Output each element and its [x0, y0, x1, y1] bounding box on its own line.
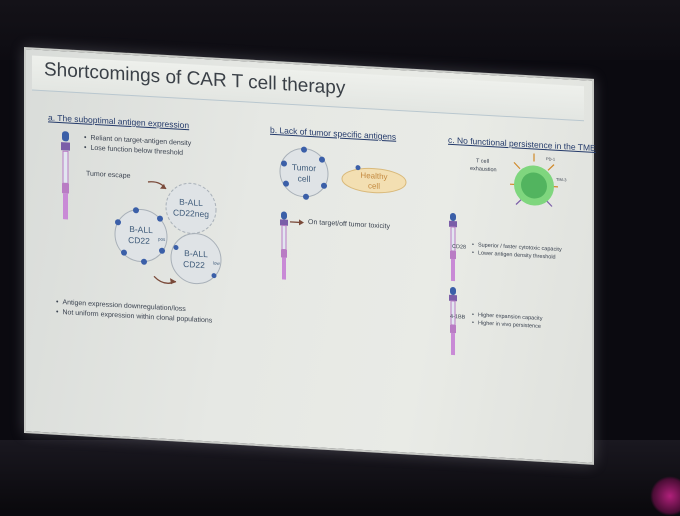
slide-surface: Shortcomings of CAR T cell therapy a. Th… — [24, 47, 594, 465]
svg-text:low: low — [213, 261, 220, 266]
healthy-cell: Healthy cell — [342, 164, 406, 194]
section-b-heading: b. Lack of tumor specific antigens — [270, 125, 396, 142]
cd22-pos-cell: B-ALL CD22 pos — [115, 206, 167, 266]
slide-title: Shortcomings of CAR T cell therapy — [44, 59, 345, 100]
car-receptor-41bb-icon — [446, 287, 462, 358]
svg-text:TIM-3: TIM-3 — [556, 177, 567, 183]
svg-text:CD22: CD22 — [128, 235, 150, 246]
cd28-label: CD28 — [452, 244, 466, 251]
exhaustion-label-2: exhaustion — [470, 166, 497, 173]
section-a-heading: a. The suboptimal antigen expression — [48, 112, 189, 130]
projected-slide: Shortcomings of CAR T cell therapy a. Th… — [24, 47, 594, 465]
svg-text:PD-1: PD-1 — [546, 156, 556, 162]
41bb-bullet-2: Higher in vivo persistence — [472, 320, 541, 330]
section-a-bullet-4: Not uniform expression within clonal pop… — [56, 309, 212, 325]
tumor-cells-diagram: B-ALL CD22neg B-ALL CD22 pos B-ALL — [96, 173, 246, 301]
toxicity-label: On target/off tumor toxicity — [308, 219, 390, 231]
title-bar: Shortcomings of CAR T cell therapy — [32, 55, 584, 121]
svg-text:CD22neg: CD22neg — [173, 207, 209, 219]
audience-light — [650, 476, 680, 516]
exhaustion-label-1: T cell — [476, 158, 489, 165]
svg-text:cell: cell — [298, 173, 311, 184]
svg-text:Healthy: Healthy — [360, 171, 387, 182]
svg-text:B-ALL: B-ALL — [129, 224, 153, 235]
cd22-low-cell: B-ALL CD22 low — [171, 232, 221, 285]
41bb-label: 4-1BB — [450, 314, 465, 321]
cd22neg-cell: B-ALL CD22neg — [166, 182, 216, 235]
tumor-cell: Tumor cell — [280, 145, 328, 201]
svg-text:pos: pos — [158, 236, 166, 241]
exhausted-t-cell-diagram: PD-1 TIM-3 — [506, 148, 566, 221]
tumor-vs-healthy-diagram: Tumor cell Healthy cell — [276, 143, 406, 210]
svg-text:B-ALL: B-ALL — [179, 197, 203, 208]
svg-text:CD22: CD22 — [183, 259, 205, 270]
car-receptor-icon — [56, 131, 76, 232]
svg-text:B-ALL: B-ALL — [184, 248, 208, 259]
section-a-bullet-2: Lose function below threshold — [84, 144, 183, 157]
svg-text:cell: cell — [368, 181, 380, 191]
svg-text:Tumor: Tumor — [292, 162, 316, 173]
